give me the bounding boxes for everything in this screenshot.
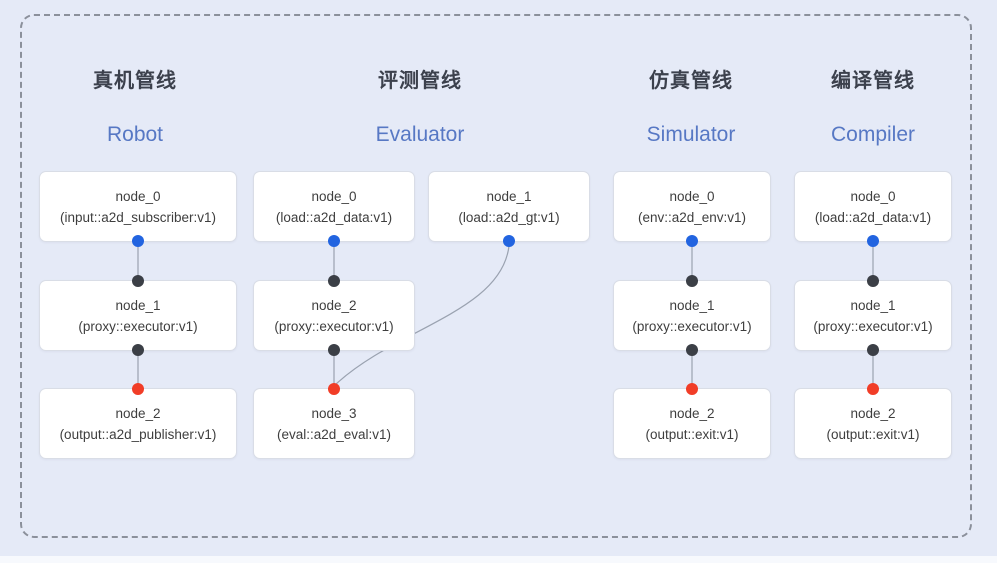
pipeline-title-en-simulator: Simulator <box>646 123 736 146</box>
proxy-port-dot <box>867 275 879 287</box>
bottom-edge-strip <box>0 556 997 563</box>
node-type: (load::a2d_gt:v1) <box>458 209 560 225</box>
node-name: node_2 <box>669 405 715 421</box>
output-port-dot <box>867 383 879 395</box>
pipeline-title-zh-compiler: 编译管线 <box>831 70 915 92</box>
output-port-dot <box>686 383 698 395</box>
node-type: (proxy::executor:v1) <box>78 318 198 334</box>
node-name: node_1 <box>669 297 715 313</box>
dashed-border-frame <box>20 14 972 538</box>
pipeline-title-zh-simulator: 仿真管线 <box>649 70 733 92</box>
proxy-port-dot <box>686 275 698 287</box>
proxy-port-dot <box>867 344 879 356</box>
node-name: node_1 <box>850 297 896 313</box>
node-box-simulator-node_0: node_0 (env::a2d_env:v1) <box>613 171 771 247</box>
node-type: (output::exit:v1) <box>645 426 739 442</box>
node-name: node_0 <box>115 188 161 204</box>
pipeline-title-en-robot: Robot <box>106 123 164 146</box>
input-port-dot <box>328 235 340 247</box>
node-type: (proxy::executor:v1) <box>274 318 394 334</box>
input-port-dot <box>503 235 515 247</box>
node-type: (load::a2d_data:v1) <box>275 209 393 225</box>
node-box-simulator-node_2: node_2 (output::exit:v1) <box>613 383 771 459</box>
output-port-dot <box>132 383 144 395</box>
node-box-robot-node_1: node_1 (proxy::executor:v1) <box>39 275 237 356</box>
node-type: (output::a2d_publisher:v1) <box>59 426 217 442</box>
node-type: (eval::a2d_eval:v1) <box>276 426 392 442</box>
pipeline-title-en-evaluator: Evaluator <box>375 123 465 146</box>
node-box-compiler-node_2: node_2 (output::exit:v1) <box>794 383 952 459</box>
pipeline-title-en-compiler: Compiler <box>830 123 916 146</box>
input-port-dot <box>132 235 144 247</box>
node-box-robot-node_2: node_2 (output::a2d_publisher:v1) <box>39 383 237 459</box>
node-name: node_2 <box>115 405 161 421</box>
node-box-evaluator-node_3: node_3 (eval::a2d_eval:v1) <box>253 383 415 459</box>
pipeline-title-zh-robot: 真机管线 <box>93 70 177 92</box>
node-type: (load::a2d_data:v1) <box>814 209 932 225</box>
pipeline-title-zh-evaluator: 评测管线 <box>378 70 462 92</box>
node-name: node_1 <box>115 297 161 313</box>
proxy-port-dot <box>132 275 144 287</box>
node-type: (env::a2d_env:v1) <box>637 209 747 225</box>
proxy-port-dot <box>132 344 144 356</box>
node-box-compiler-node_0: node_0 (load::a2d_data:v1) <box>794 171 952 247</box>
node-box-compiler-node_1: node_1 (proxy::executor:v1) <box>794 275 952 356</box>
node-box-simulator-node_1: node_1 (proxy::executor:v1) <box>613 275 771 356</box>
edge-evaluator-n1-n3-curve <box>334 245 510 386</box>
node-type: (proxy::executor:v1) <box>813 318 933 334</box>
node-name: node_2 <box>311 297 357 313</box>
input-port-dot <box>867 235 879 247</box>
node-type: (input::a2d_subscriber:v1) <box>59 209 217 225</box>
node-type: (output::exit:v1) <box>826 426 920 442</box>
node-box-evaluator-node_0: node_0 (load::a2d_data:v1) <box>253 171 415 247</box>
node-box-robot-node_0: node_0 (input::a2d_subscriber:v1) <box>39 171 237 247</box>
node-name: node_0 <box>850 188 896 204</box>
node-box-evaluator-node_1: node_1 (load::a2d_gt:v1) <box>428 171 590 247</box>
node-name: node_1 <box>486 188 532 204</box>
proxy-port-dot <box>328 344 340 356</box>
proxy-port-dot <box>686 344 698 356</box>
node-name: node_3 <box>311 405 357 421</box>
node-name: node_0 <box>311 188 357 204</box>
proxy-port-dot <box>328 275 340 287</box>
node-box-evaluator-node_2: node_2 (proxy::executor:v1) <box>253 275 415 356</box>
node-type: (proxy::executor:v1) <box>632 318 752 334</box>
output-port-dot <box>328 383 340 395</box>
node-name: node_0 <box>669 188 715 204</box>
node-name: node_2 <box>850 405 896 421</box>
input-port-dot <box>686 235 698 247</box>
